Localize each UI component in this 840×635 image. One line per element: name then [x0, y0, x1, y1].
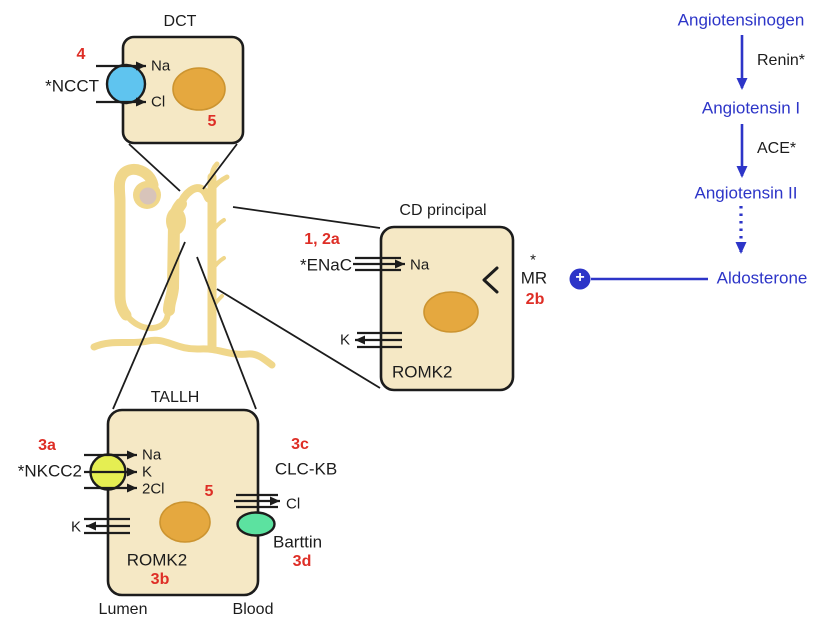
angiotensin-i-label: Angiotensin I	[701, 98, 801, 118]
cd-title: CD principal	[399, 202, 487, 219]
dct-title: DCT	[163, 13, 197, 30]
cd-na-label: Na	[410, 256, 430, 274]
ncct-ion-arrows	[96, 61, 146, 107]
mr-label: MR	[520, 268, 548, 288]
nkcc2-label: *NKCC2	[17, 461, 82, 481]
tallh-step5-label: 5	[204, 483, 214, 500]
cd-nucleus	[423, 291, 479, 333]
romk2-channel-cd	[355, 331, 402, 349]
tallh-2cl-label: 2Cl	[142, 480, 165, 498]
dct-cl-label: Cl	[151, 93, 166, 111]
cd-step-2b-label: 2b	[525, 291, 545, 308]
clc-kb-channel	[234, 493, 280, 509]
ncct-transporter	[105, 63, 147, 105]
tallh-step-3c-label: 3c	[291, 436, 309, 453]
tallh-step-3b-label: 3b	[150, 571, 170, 588]
tallh-na-label: Na	[142, 446, 162, 464]
tallh-step-3a-label: 3a	[38, 437, 56, 454]
tallh-cl-label: Cl	[286, 495, 301, 513]
nephron-illustration	[90, 161, 276, 369]
ncct-label: *NCCT	[45, 76, 99, 96]
angiotensin-ii-label: Angiotensin II	[694, 183, 798, 203]
renin-label: Renin*	[757, 52, 806, 69]
cd-principal-cell	[353, 225, 515, 392]
plus-stimulation-circle	[569, 268, 591, 290]
romk2-channel-tallh	[84, 517, 130, 535]
lumen-label: Lumen	[98, 601, 148, 618]
enac-channel	[353, 256, 405, 272]
barttin-subunit	[236, 511, 276, 537]
plus-sign: +	[575, 269, 585, 286]
tallh-step-3d-label: 3d	[292, 553, 312, 570]
barttin-label: Barttin	[273, 532, 323, 552]
cd-k-label: K	[339, 331, 350, 349]
blood-label: Blood	[232, 601, 274, 618]
dct-step5-label: 5	[207, 113, 217, 130]
tallh-title: TALLH	[150, 389, 200, 406]
tallh-nucleus	[159, 501, 211, 543]
glomerulus-core	[139, 187, 157, 205]
mr-receptor-symbol	[482, 266, 499, 294]
tallh-cell	[84, 408, 280, 597]
cd-romk2-label: ROMK2	[392, 362, 453, 382]
mr-asterisk: *	[530, 251, 536, 269]
clc-kb-label: CLC-KB	[274, 459, 338, 479]
dct-step4-label: 4	[76, 46, 86, 63]
aldosterone-label: Aldosterone	[716, 268, 808, 288]
cd-steps-1-2a-label: 1, 2a	[304, 231, 340, 248]
tallh-k-out-label: K	[70, 518, 81, 536]
tallh-romk2-label: ROMK2	[126, 550, 188, 570]
ace-label: ACE*	[757, 140, 797, 157]
dct-nucleus	[172, 67, 226, 111]
angiotensinogen-label: Angiotensinogen	[677, 10, 805, 30]
enac-label: *ENaC	[300, 255, 352, 275]
dct-na-label: Na	[151, 57, 171, 75]
tallh-k-label: K	[142, 463, 153, 481]
raas-pathway-lines	[569, 35, 748, 290]
zoom-connector-lines	[112, 143, 381, 410]
nkcc2-ion-arrows	[84, 450, 137, 493]
dct-cell	[96, 35, 245, 145]
